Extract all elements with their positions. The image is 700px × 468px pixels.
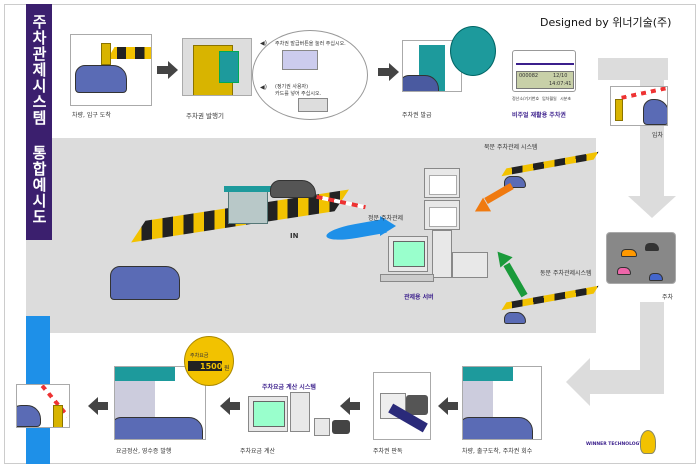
speaker-icon: ◀) [260,84,267,91]
server-monitor [388,236,428,272]
flow-arrow-down-head [628,196,676,218]
arrow-left-head [438,397,448,415]
mascot-icon [640,430,656,454]
fee-display [188,361,222,371]
arrow-left [350,402,360,410]
main-car-bottom [110,266,180,300]
arrow-right [378,68,390,76]
arrow-right-head [168,61,178,79]
fee-value: 1500 [200,362,223,371]
arrow-left [98,402,108,410]
ticket-field: 정산소/기기번호 [512,96,540,101]
ticket-read-image [373,372,431,440]
company-logo: WINNER TECHNOLOGY [586,442,643,447]
fee-title: 주차요금 [190,353,209,359]
card-reader [332,420,350,434]
main-booth-roof [224,186,272,192]
diagram-frame [4,4,696,464]
prompt-card-label-2: 카드를 넣어 주십시오. [275,91,322,97]
ticket-zoom-circle [450,26,496,76]
arrow-right [157,66,169,74]
server-tower [432,230,452,278]
chart-window-2 [424,200,460,230]
exit-gate-image [16,384,70,428]
ticket-label: 비주얼 재활용 주차권 [512,112,566,119]
ticket-read-label: 주차권 판독 [373,448,403,455]
arrow-left [230,402,240,410]
credit: Designed by 위너기술(주) [540,16,672,29]
server-label: 관제용 서버 [404,294,434,301]
calc-tower [290,392,310,432]
parking-lot-image [606,232,676,284]
card-hand-image [298,98,328,112]
prompt-button-label: 주차권 발급버튼을 눌러 주십시오. [275,41,346,47]
fee-unit: 원 [224,365,230,372]
exit-arrive-image [462,366,542,440]
park-label: 주차 [662,294,674,301]
flow-arrow-left [590,370,664,394]
ticket-number: 000082 [519,73,539,79]
printer [452,252,488,278]
arrow-left-head [88,397,98,415]
in-sign: IN [290,232,299,240]
dispenser-image [182,38,252,96]
receipt-printer [314,418,330,436]
main-booth [228,190,268,224]
ticket-field: 시분초 [560,96,572,101]
ticket-field: 입차월일 [542,96,557,101]
ticket-date: 12/10 [553,73,568,79]
enter-image [610,86,668,126]
calc-label: 주차요금 계산 [240,448,276,455]
dispenser-label: 주차권 발행기 [186,112,224,120]
calc-system-label: 주차요금 계산 시스템 [262,384,316,391]
main-car-top [270,180,316,198]
ticket-time: 14:07:41 [549,81,572,87]
arrow-left-head [220,397,230,415]
button-hand-image [282,50,318,70]
exit-arrive-label: 차량, 출구도착, 주차권 회수 [462,448,533,455]
arrow-left [448,402,458,410]
parking-ticket: 000082 12/10 14:07:41 [512,50,576,92]
arrow-left-head [340,397,350,415]
east-car [504,312,526,324]
speaker-icon: ◀) [260,40,267,47]
entry-arrival-image [70,34,152,106]
enter-label: 입차 [652,132,664,139]
ticket-issue-label: 주차권 발급 [402,112,432,119]
keyboard [380,274,434,282]
flow-arrow-left-head [566,358,590,406]
gray-band [26,138,596,333]
prompt-card-label-1: (정기권 사용자) [275,84,309,90]
page-title: 주차관제시스템 통합예시도 [30,14,48,225]
flow-arrow-down [640,58,664,198]
main-gate-label: 정문 주차관제 [368,215,404,222]
arrow-right-head [389,63,399,81]
main-arrow-blue-head [380,216,396,236]
east-gate-label: 동문 주차관제시스템 [540,270,592,277]
calc-monitor [248,396,288,432]
chart-window-1 [424,168,460,198]
north-gate-label: 북문 주차관제 시스템 [484,144,538,151]
title-bar [26,4,52,240]
payment-label: 요금정산, 영수증 발행 [116,448,172,455]
entry-arrival-label: 차량, 입구 도착 [72,112,111,119]
